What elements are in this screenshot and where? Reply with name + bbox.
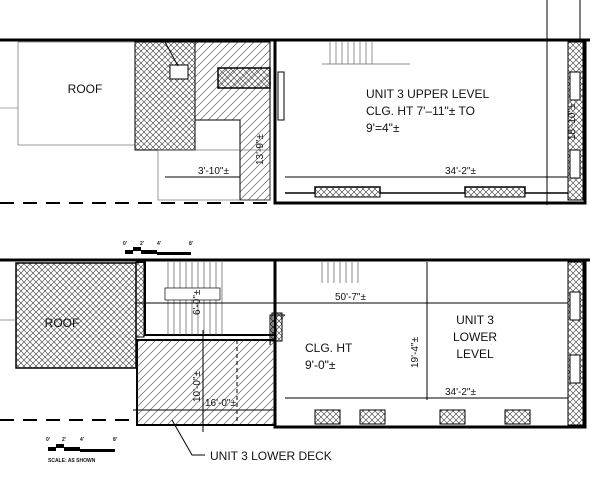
upper-roof-label: ROOF [68,82,103,96]
svg-text:8': 8' [189,241,193,247]
lower-overall-length-dim: 50'-7"± [335,292,366,303]
scale-label: SCALE: AS SHOWN [48,458,96,464]
lower-ceiling-label-1: CLG. HT [305,341,353,355]
svg-text:2': 2' [62,437,66,443]
lower-stair [164,262,359,335]
upper-unit-title-3: 9'=4"± [366,121,400,135]
scale-bar-top: 0' 2' 4' 8' [123,241,193,255]
upper-crosshatch-wall [134,41,196,151]
lower-unit-length-dim: 34'-2"± [445,387,476,398]
upper-unit-title-1: UNIT 3 UPPER LEVEL [366,87,489,101]
upper-stair-width-dim: 3'-10"± [198,166,229,177]
deck-callout-leader [171,419,205,456]
lower-unit-title-3: LEVEL [456,347,494,361]
svg-text:4': 4' [157,241,161,247]
lower-deck-area [136,339,276,426]
lower-ceiling-label-2: 9'-0"± [305,358,336,372]
lower-unit-depth-dim: 19'-4"± [410,337,421,368]
upper-unit-outline [273,38,587,205]
lower-stair-dim: 6'-0"± [192,289,203,315]
svg-text:0': 0' [46,437,50,443]
svg-text:8': 8' [113,437,117,443]
lower-deck-depth-dim: 10'-0"± [192,371,203,402]
upper-stair [322,42,410,65]
upper-stair-length-dim: 13'-9"± [255,134,266,165]
lower-unit-outline [273,258,587,429]
upper-unit-title-2: CLG. HT 7'–11"± TO [366,104,475,118]
svg-text:4': 4' [80,437,84,443]
lower-roof-area [15,262,137,369]
lower-deck-width-dim: 16'-0"± [205,398,236,409]
scale-bar-bottom: 0' 2' 4' 8' SCALE: AS SHOWN [46,437,117,464]
lower-roof-label: ROOF [45,316,80,330]
upper-unit-length-dim: 34'-2"± [445,166,476,177]
upper-level-plan: ROOF UNIT 3 UPPER LEVEL CLG. HT 7'–11"± … [0,0,590,205]
lower-unit-title-1: UNIT 3 [456,313,494,327]
lower-level-plan: ROOF 50'-7"± 6'-0"± CLG. HT 9'-0"± 19'-4… [0,258,590,463]
lower-unit-title-2: LOWER [453,330,497,344]
upper-unit-depth-dim: 18'-10"± [567,103,578,140]
svg-text:0': 0' [123,241,127,247]
svg-text:2': 2' [140,241,144,247]
deck-callout-label: UNIT 3 LOWER DECK [210,449,332,463]
